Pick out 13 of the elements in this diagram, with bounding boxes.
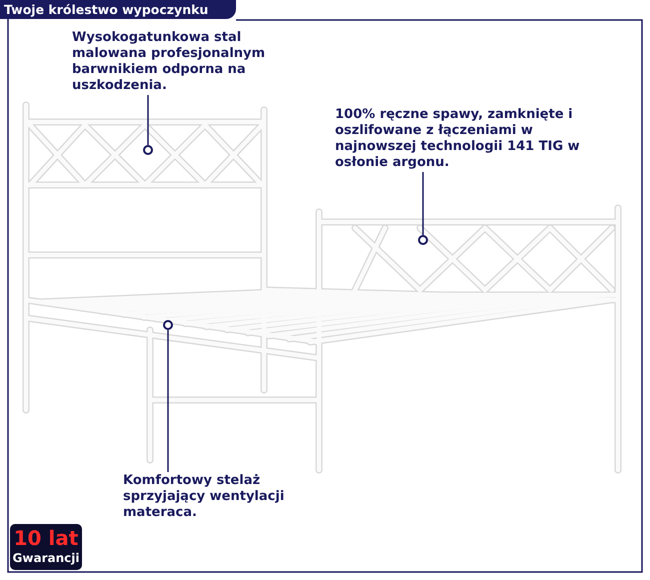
marker-circle [418,235,428,245]
warranty-years: 10 lat [12,526,80,550]
leader-line [422,172,424,235]
callout-text: Wysokogatunkowa stal malowana profesjonalnym barwnikiem odporna na uszkodzenia. [72,30,302,94]
warranty-label: Gwarancji [12,550,80,566]
callout-text: 100% ręczne spawy, zamknięte i oszlifowane z łączeniami w najnowszej technologii 141 TIG w osłonie argonu. [335,107,595,171]
warranty-badge [10,524,82,570]
marker-circle [163,320,173,330]
leader-line [167,330,169,472]
marker-circle [143,145,153,155]
header-tab: Twoje królestwo wypoczynku [0,0,236,19]
callout-text: Komfortowy stelaż sprzyjający wentylacji materaca. [123,473,343,521]
leader-line [147,95,149,145]
